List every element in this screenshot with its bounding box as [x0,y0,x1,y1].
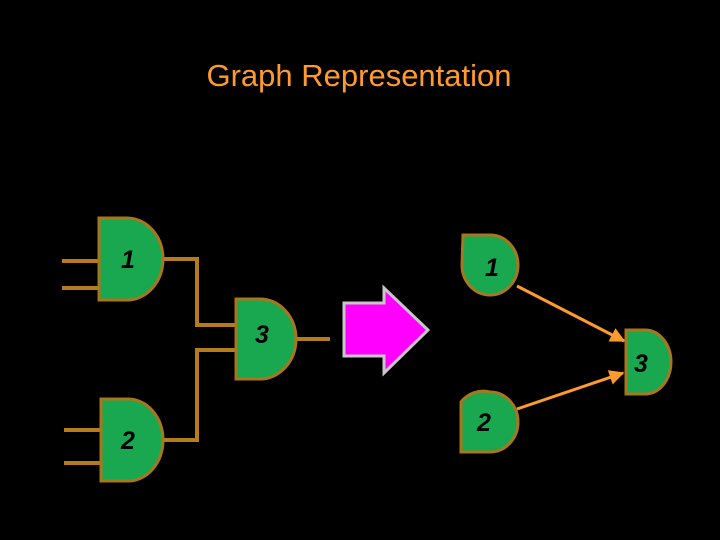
graph-edge-1-to-3 [516,284,626,343]
graph-node-3: 3 [624,328,673,396]
graph-node-2: 2 [459,389,520,454]
and-gate-3-shape [234,297,298,381]
graph-edge-2-to-3 [516,370,625,411]
and-gate-2-shape [99,397,165,483]
and-gate-1-label: 1 [121,246,135,274]
gate2-to-gate3-wire [162,348,238,442]
and-gate-1-shape [97,216,165,302]
graph-node-3-label: 3 [634,350,648,378]
transform-arrow-shape [342,284,431,377]
graph-edges [516,284,626,411]
gate1-to-gate3-wire [163,257,238,327]
and-gate-2: 2 [99,397,165,483]
circuit-wires [62,257,330,465]
and-gate-1: 1 [97,216,165,302]
and-gate-3-label: 3 [255,321,269,349]
right-arrow-icon [342,284,431,377]
graph-node-3-shape [624,328,673,396]
graph-node-2-shape [459,389,520,454]
graph-node-1-shape [460,233,520,297]
graph-node-1: 1 [460,233,520,297]
and-gate-3: 3 [234,297,298,381]
graph-node-1-label: 1 [485,254,499,282]
graph-node-2-label: 2 [476,409,491,437]
and-gate-2-label: 2 [120,427,135,455]
slide-title: Graph Representation [206,58,512,93]
